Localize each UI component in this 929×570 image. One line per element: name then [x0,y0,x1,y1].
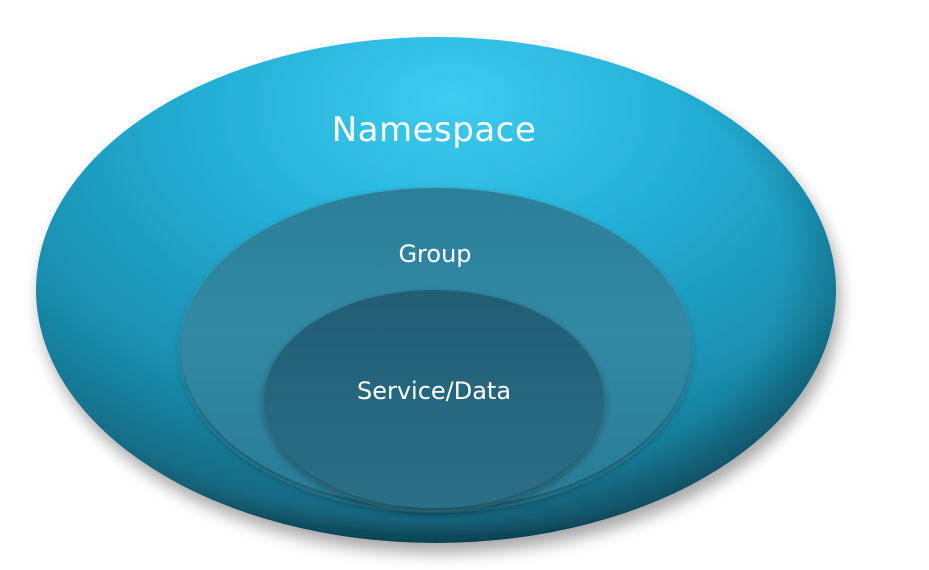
group-label: Group [398,240,472,268]
service-data-ellipse [264,290,604,508]
namespace-label: Namespace [331,110,537,150]
service-data-label: Service/Data [356,377,512,405]
